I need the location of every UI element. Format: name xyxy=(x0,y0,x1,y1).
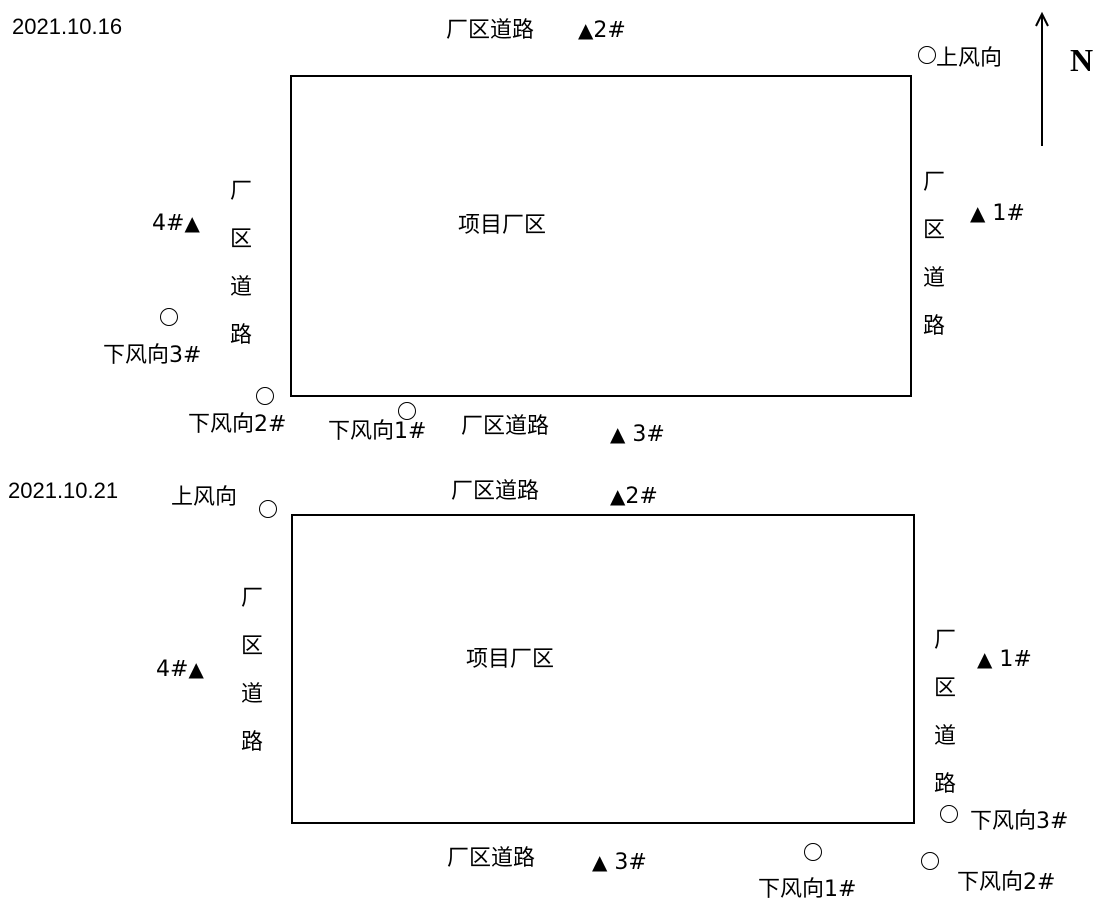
triangle-marker-icon: ▲ xyxy=(578,18,594,42)
monitor-point-2: ▲2# xyxy=(610,484,658,509)
monitor-point-4: 4#▲ xyxy=(152,211,200,236)
north-arrow-icon xyxy=(1035,11,1049,146)
upwind-label: 上风向 xyxy=(171,485,238,510)
plant-area-box xyxy=(291,514,915,824)
triangle-marker-icon: ▲ xyxy=(610,422,626,446)
downwind-2-label: 下风向2# xyxy=(957,870,1056,895)
downwind-1-circle-icon xyxy=(398,402,416,420)
monitor-point-1: ▲ 1# xyxy=(970,201,1025,226)
panel-date: 2021.10.16 xyxy=(12,14,123,39)
triangle-marker-icon: ▲ xyxy=(970,201,986,225)
plant-area-label: 项目厂区 xyxy=(466,647,555,672)
road-left-label: 厂 区 道 路 xyxy=(241,586,264,755)
downwind-3-label: 下风向3# xyxy=(103,343,202,368)
road-bottom-label: 厂区道路 xyxy=(447,846,536,871)
road-top-label: 厂区道路 xyxy=(446,18,535,43)
downwind-2-circle-icon xyxy=(921,852,939,870)
monitor-point-3: ▲ 3# xyxy=(610,422,665,447)
upwind-circle-icon xyxy=(259,500,277,518)
plant-area-label: 项目厂区 xyxy=(458,213,547,238)
downwind-1-label: 下风向1# xyxy=(328,419,427,444)
downwind-3-label: 下风向3# xyxy=(970,809,1069,834)
road-right-label: 厂 区 道 路 xyxy=(934,628,957,797)
monitor-point-1: ▲ 1# xyxy=(977,647,1032,672)
downwind-3-circle-icon xyxy=(940,805,958,823)
monitor-point-4: 4#▲ xyxy=(156,657,204,682)
monitor-point-3: ▲ 3# xyxy=(592,850,647,875)
triangle-marker-icon: ▲ xyxy=(184,211,200,235)
downwind-3-circle-icon xyxy=(160,308,178,326)
downwind-2-circle-icon xyxy=(256,387,274,405)
triangle-marker-icon: ▲ xyxy=(592,850,608,874)
road-bottom-label: 厂区道路 xyxy=(461,414,550,439)
upwind-label: 上风向 xyxy=(936,46,1003,71)
triangle-marker-icon: ▲ xyxy=(188,657,204,681)
plant-area-box xyxy=(290,75,912,397)
upwind-circle-icon xyxy=(918,46,936,64)
triangle-marker-icon: ▲ xyxy=(610,484,626,508)
panel-date: 2021.10.21 xyxy=(8,478,119,503)
road-top-label: 厂区道路 xyxy=(451,479,540,504)
triangle-marker-icon: ▲ xyxy=(977,647,993,671)
road-right-label: 厂 区 道 路 xyxy=(923,170,946,339)
downwind-1-label: 下风向1# xyxy=(758,877,857,902)
north-label: N xyxy=(1070,42,1094,78)
downwind-1-circle-icon xyxy=(804,843,822,861)
downwind-2-label: 下风向2# xyxy=(188,412,287,437)
monitor-point-2: ▲2# xyxy=(578,18,626,43)
road-left-label: 厂 区 道 路 xyxy=(230,179,253,348)
